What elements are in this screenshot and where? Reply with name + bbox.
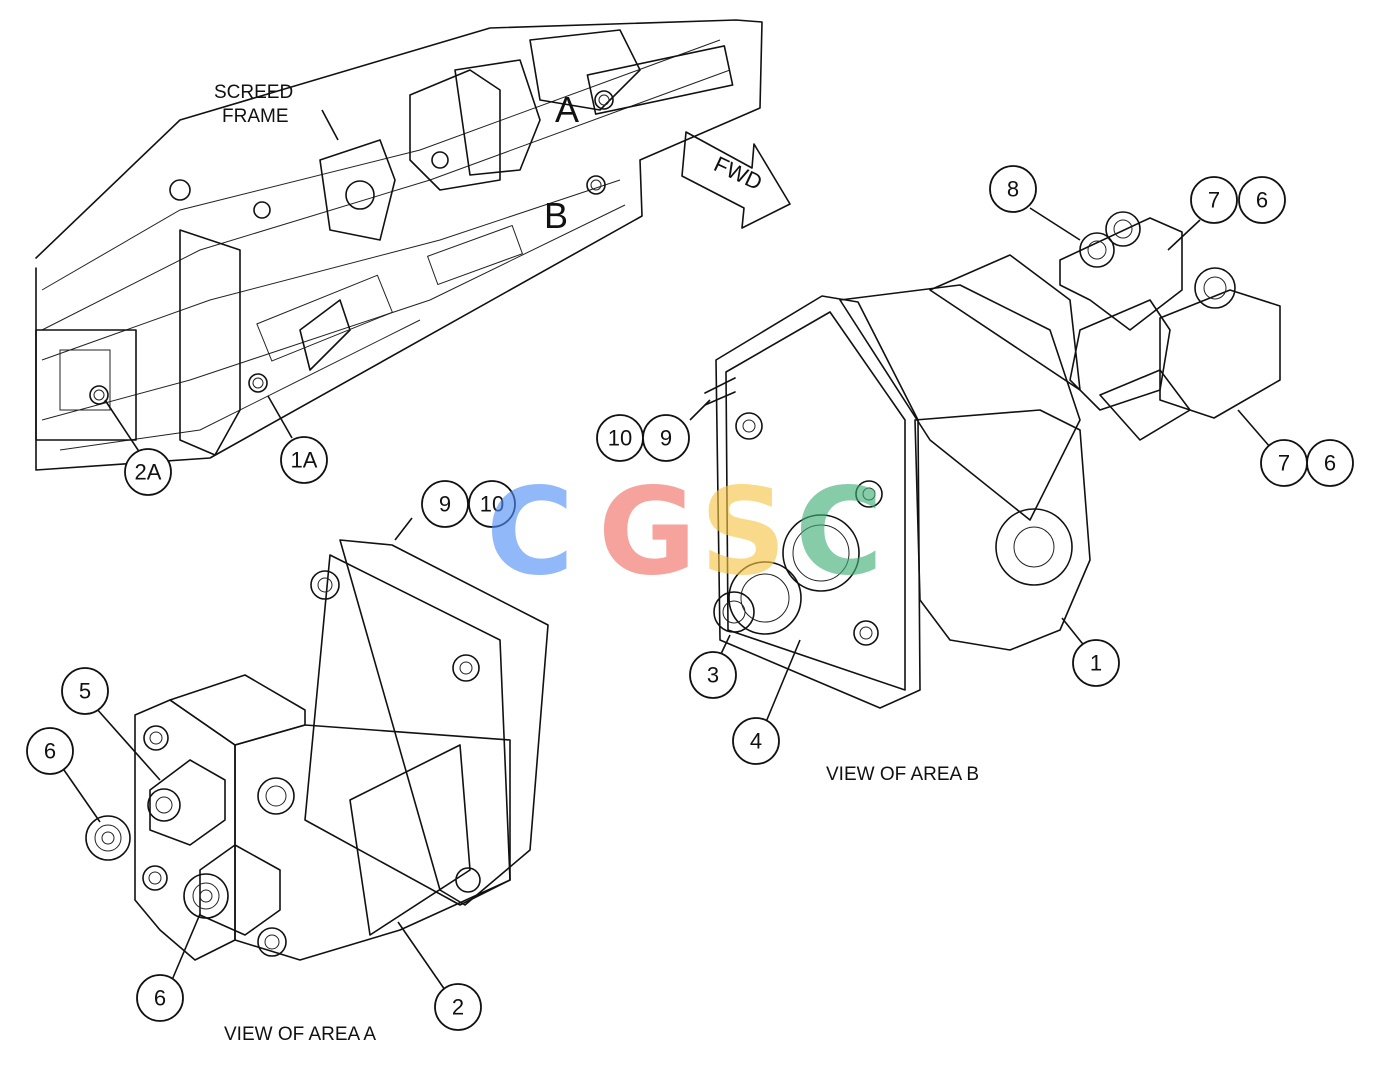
watermark-logo: C G S C: [486, 464, 883, 603]
watermark-letter: C: [795, 464, 883, 603]
callout-6-bottom-label: 6: [154, 986, 166, 1011]
watermark-letter: S: [700, 464, 786, 603]
callout-1a-label: 1A: [291, 448, 318, 473]
callout-6-left-label: 6: [44, 739, 56, 764]
callout-10-right-view: 10: [596, 414, 644, 462]
screed-frame-leader: [321, 109, 339, 141]
callout-7-right-label: 7: [1278, 451, 1290, 476]
callout-7-top: 7: [1190, 176, 1238, 224]
callout-2a: 2A: [124, 448, 172, 496]
callout-10-left-view-label: 10: [480, 492, 504, 517]
callout-4-label: 4: [750, 729, 762, 754]
callout-3: 3: [689, 651, 737, 699]
view-area-b-label: VIEW OF AREA B: [826, 764, 979, 785]
screed-frame-label-2: FRAME: [222, 106, 289, 127]
callout-1-label: 1: [1090, 651, 1102, 676]
callout-8-label: 8: [1007, 177, 1019, 202]
callout-9-right-view: 9: [642, 414, 690, 462]
callout-10-right-view-label: 10: [608, 426, 632, 451]
callout-2-label: 2: [452, 995, 464, 1020]
area-a-marker: A: [555, 89, 579, 130]
callout-10-left-view: 10: [468, 480, 516, 528]
callout-6-bottom: 6: [136, 974, 184, 1022]
callout-6-right-label: 6: [1324, 451, 1336, 476]
callout-1a: 1A: [280, 436, 328, 484]
pump-area-b: [704, 211, 1281, 709]
watermark-letter: C: [486, 464, 574, 603]
screed-frame-overview: [35, 19, 763, 471]
callout-9-left-view: 9: [421, 480, 469, 528]
pump-area-a: [85, 539, 549, 961]
watermark-letter: G: [598, 464, 697, 603]
forward-arrow-icon: FWD: [681, 131, 791, 229]
callout-6-top-right: 6: [1238, 176, 1286, 224]
callout-6-top-right-label: 6: [1256, 188, 1268, 213]
callout-6-left: 6: [26, 727, 74, 775]
callout-1: 1: [1072, 639, 1120, 687]
fwd-label: FWD: [710, 151, 766, 195]
area-b-marker: B: [544, 195, 568, 236]
callout-3-label: 3: [707, 663, 719, 688]
callout-4: 4: [732, 717, 780, 765]
callout-9-left-view-label: 9: [439, 492, 451, 517]
leader-lines: [63, 207, 1271, 991]
callout-8: 8: [989, 165, 1037, 213]
callout-2: 2: [434, 983, 482, 1031]
callout-5-label: 5: [79, 679, 91, 704]
callout-2a-label: 2A: [135, 460, 162, 485]
view-area-a-label: VIEW OF AREA A: [224, 1024, 376, 1045]
callout-7-top-label: 7: [1208, 188, 1220, 213]
callout-5: 5: [61, 667, 109, 715]
callout-7-right: 7: [1260, 439, 1308, 487]
callout-6-right: 6: [1306, 439, 1354, 487]
callout-9-right-view-label: 9: [660, 426, 672, 451]
screed-frame-label-1: SCREED: [214, 82, 293, 103]
